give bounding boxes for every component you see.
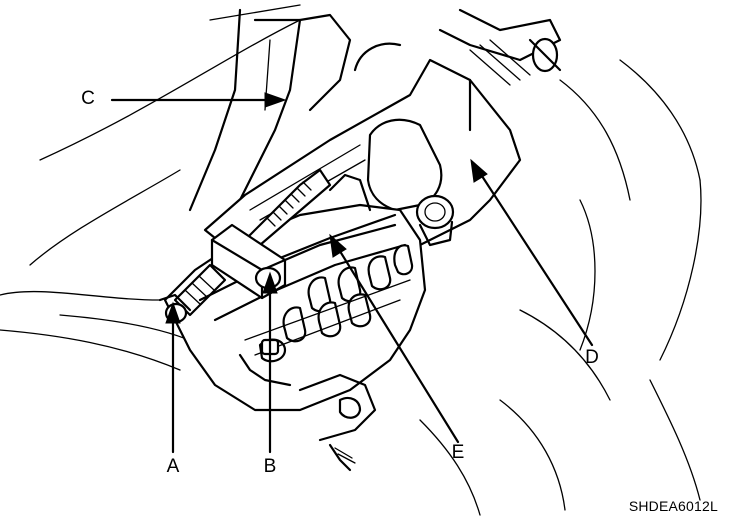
callout-b: B [263,456,277,477]
background-contours [0,4,702,516]
leader-d [478,171,594,347]
bracket-bolt [415,194,455,247]
leader-lines [110,92,594,454]
figure-code: SHDEA6012L [628,498,718,514]
callout-e: E [451,442,465,463]
arrowhead-a [165,301,181,324]
arrowhead-c [264,92,287,108]
callout-d: D [585,347,599,368]
callout-c: C [81,88,95,109]
arrowhead-b [262,271,278,294]
upper-bolt-assembly [353,8,562,86]
callout-a: A [166,456,180,477]
arrowhead-d [470,158,488,183]
leader-e [336,246,460,444]
threaded-puller-tool [158,168,332,324]
arrowhead-e [329,233,347,258]
